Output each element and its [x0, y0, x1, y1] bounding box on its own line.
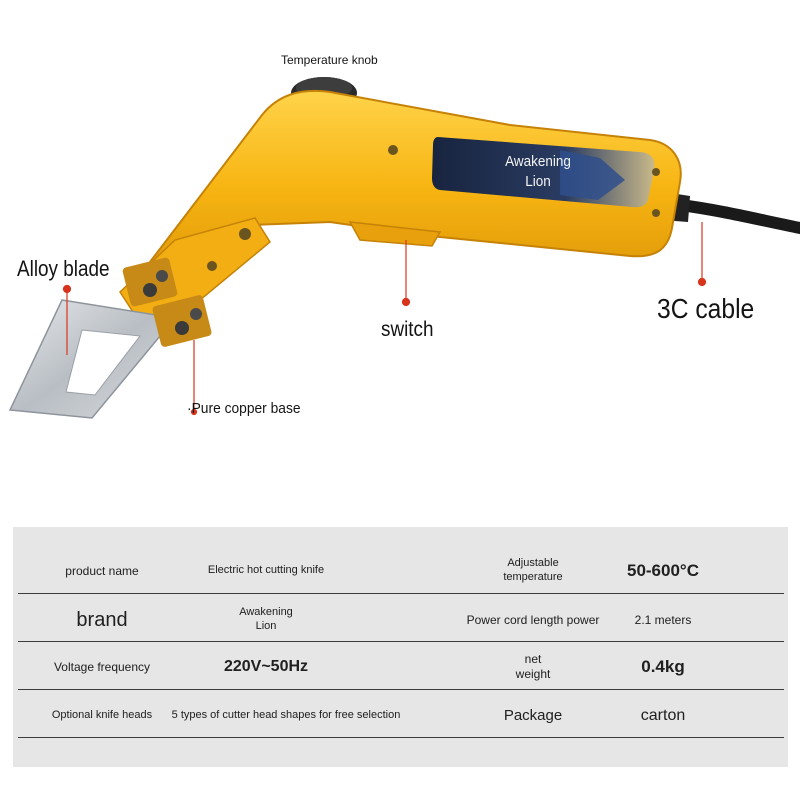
spec-value: 0.4kg: [641, 657, 685, 677]
spec-value: 220V~50Hz: [223, 658, 309, 675]
brand-window-line2: Lion: [525, 173, 551, 190]
spec-value: 50-600°C: [626, 561, 699, 581]
screw-icon: [652, 168, 660, 176]
spec-value: 5 types of cutter head shapes for free s…: [171, 709, 401, 722]
knife-body: [148, 89, 682, 307]
callout-alloy-blade: Alloy blade: [17, 256, 110, 281]
power-cable: [674, 199, 800, 234]
screw-icon: [652, 209, 660, 217]
callout-markers: [62, 222, 707, 416]
brand-window-line1: Awakening: [505, 153, 571, 170]
row-divider: [18, 737, 784, 738]
product-illustration: [8, 77, 800, 419]
spec-label: net weight: [515, 652, 551, 681]
spec-value: Awakening Lion: [239, 606, 293, 632]
callout-copper-base: ·Pure copper base: [187, 400, 301, 417]
blade-slot: [65, 329, 141, 396]
spec-label: Voltage frequency: [53, 659, 151, 674]
clamp-screw-icon: [190, 308, 202, 320]
spec-label: product name: [65, 563, 139, 578]
row-divider: [18, 593, 784, 594]
screw-icon: [239, 228, 251, 240]
callout-switch: switch: [381, 318, 434, 341]
clamp-screw-icon: [175, 321, 189, 335]
spec-label: Power cord length power: [466, 612, 600, 627]
arrow-graphic: [560, 150, 625, 200]
spec-value: carton: [640, 707, 686, 724]
spec-label: Package: [503, 706, 563, 724]
row-divider: [18, 641, 784, 642]
spec-row: Optional knife heads 5 types of cutter h…: [18, 695, 784, 737]
spec-row: Voltage frequency 220V~50Hz net weight 0…: [18, 645, 784, 689]
screw-icon: [388, 145, 398, 155]
spec-value: Electric hot cutting knife: [207, 564, 325, 577]
spec-row: product name Electric hot cutting knife …: [18, 549, 784, 593]
spec-label: Adjustable temperature: [503, 557, 563, 583]
spec-table: product name Electric hot cutting knife …: [13, 527, 788, 767]
clamp-screw-icon: [143, 283, 157, 297]
spec-row: brand Awakening Lion Power cord length p…: [18, 599, 784, 641]
clamp-screw-icon: [156, 270, 168, 282]
spec-label: Optional knife heads: [51, 709, 153, 722]
screw-icon: [207, 261, 217, 271]
copper-clamp: [122, 257, 178, 307]
brand-window-text: Awakening Lion: [484, 152, 592, 192]
callout-cable: 3C cable: [657, 293, 755, 324]
callout-temperature-knob: Temperature knob: [281, 53, 378, 67]
spec-label: brand: [76, 608, 128, 631]
spec-value: 2.1 meters: [634, 612, 692, 627]
switch-trigger: [348, 221, 442, 247]
row-divider: [18, 689, 784, 690]
